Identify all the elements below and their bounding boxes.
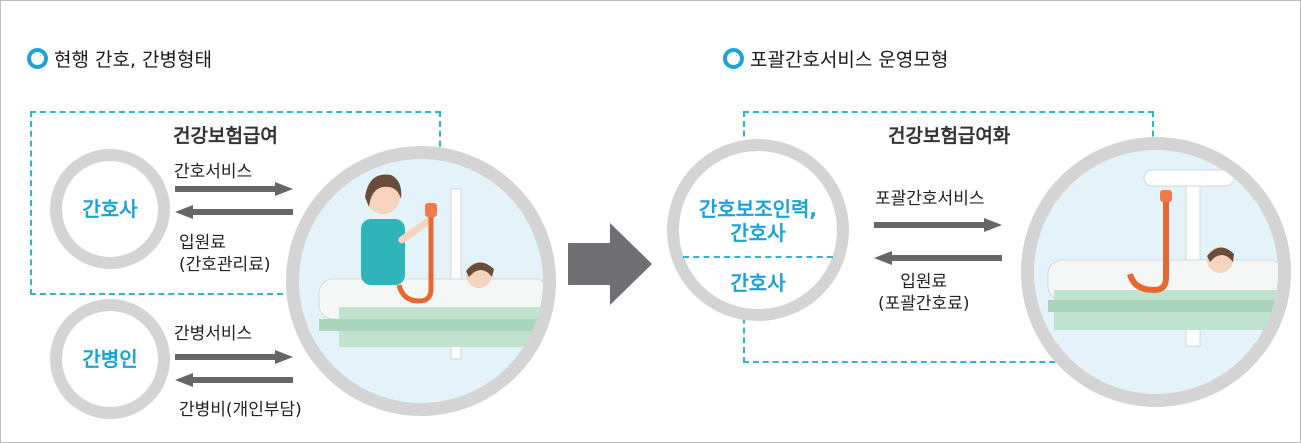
- comprehensive-fee-label: 입원료 (포괄간호료): [878, 271, 969, 315]
- assistant-label: 간호보조인력, 간호사: [699, 197, 817, 245]
- left-heading: 현행 간호, 간병형태: [27, 45, 212, 72]
- nurse-patient-illustration: [318, 174, 543, 360]
- left-heading-text: 현행 간호, 간병형태: [54, 49, 212, 71]
- right-heading: 포괄간호서비스 운영모형: [723, 45, 948, 72]
- right-heading-text: 포괄간호서비스 운영모형: [750, 49, 949, 71]
- assistant-nurse-circle: 간호보조인력, 간호사 간호사: [667, 139, 849, 321]
- nurse-label: 간호사: [82, 197, 138, 221]
- ring-bullet-icon: [723, 48, 744, 69]
- nursing-service-label: 간호서비스: [174, 162, 253, 182]
- ring-bullet-icon: [27, 48, 48, 69]
- patient-bed-illustration: [1047, 169, 1278, 347]
- assistant-label-line2: 간호사: [730, 221, 786, 245]
- admission-fee-line2: (간호관리료): [179, 255, 271, 276]
- left-arrow-icon: [874, 251, 1002, 265]
- caregiver-circle: 간병인: [50, 299, 170, 419]
- left-arrow-icon: [175, 205, 293, 219]
- assistant-label-line1: 간호보조인력,: [699, 197, 817, 221]
- right-box-title: 건강보험급여화: [888, 125, 1011, 147]
- admission-fee-line1: 입원료: [179, 233, 226, 253]
- left-arrow-icon: [175, 373, 293, 387]
- caregiving-fee-label: 간병비(개인부담): [179, 400, 302, 420]
- nurse-circle: 간호사: [50, 149, 170, 269]
- admission-fee-label: 입원료 (간호관리료): [179, 232, 270, 276]
- comprehensive-fee-line1: 입원료: [900, 272, 948, 292]
- right-arrow-icon: [874, 218, 1002, 232]
- right-hospital-scene: [1021, 137, 1291, 407]
- left-box-title: 건강보험급여: [173, 125, 278, 147]
- caregiver-label: 간병인: [82, 347, 138, 371]
- right-arrow-icon: [175, 350, 293, 364]
- comprehensive-fee-line2: (포괄간호료): [878, 294, 970, 315]
- caregiving-service-label: 간병서비스: [174, 324, 253, 344]
- right-arrow-icon: [175, 182, 293, 196]
- role-divider: [683, 256, 833, 258]
- left-hospital-scene: [286, 146, 556, 416]
- big-right-arrow-icon: [568, 223, 652, 305]
- right-nurse-label: 간호사: [730, 271, 786, 295]
- comprehensive-service-label: 포괄간호서비스: [875, 189, 985, 209]
